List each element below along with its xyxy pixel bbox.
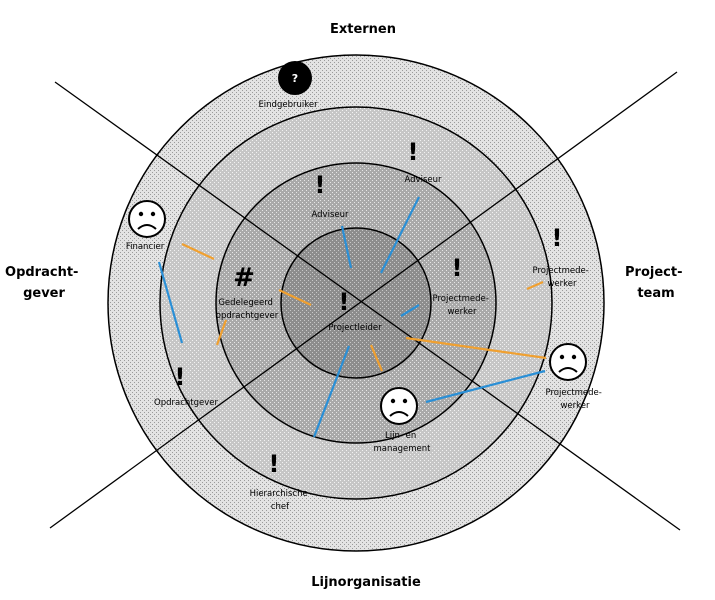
eindgebruiker-node: ? Eindgebruiker xyxy=(258,61,318,110)
projectleider-node: ! Projectleider xyxy=(328,288,382,333)
sad-face-icon xyxy=(380,387,418,425)
relation-line xyxy=(405,336,547,360)
stakeholder-label-gedelegeerd: Gedelegeerd opdrachtgever xyxy=(216,298,279,321)
exclamation-icon: ! xyxy=(315,171,326,199)
stakeholder-label-hierarchische-chef: Hierarchische chef xyxy=(250,489,311,512)
relation-line xyxy=(369,344,384,372)
stakeholder-label-projectmedewerker: Projectmede- werker xyxy=(433,294,492,317)
relation-line xyxy=(526,280,544,291)
divider-line-nw-se xyxy=(54,81,681,531)
relation-line xyxy=(312,345,351,438)
relation-line xyxy=(157,261,184,344)
stakeholder-label-eindgebruiker: Eindgebruiker xyxy=(258,100,318,110)
financier-node: Financier xyxy=(126,200,166,252)
stakeholder-label-financier: Financier xyxy=(126,242,165,252)
relation-line xyxy=(340,225,353,269)
exclamation-icon: ! xyxy=(452,254,463,282)
exclamation-icon: ! xyxy=(552,224,563,252)
relation-line xyxy=(400,304,420,317)
quadrant-label-bottom: Lijnorganisatie xyxy=(311,575,421,590)
stakeholder-label-projectleider: Projectleider xyxy=(328,323,382,333)
opdrachtgever-node: ! Opdrachtgever xyxy=(154,363,218,408)
projectmedewerker-node-inner: ! Projectmede- werker xyxy=(433,254,492,317)
adviseur-node-inner: ! Adviseur xyxy=(312,171,349,220)
stakeholder-label-lijnmanagement: Lijn- en management xyxy=(374,431,432,454)
exclamation-icon: ! xyxy=(175,363,186,391)
core-circle xyxy=(280,227,432,379)
stakeholder-label-projectmedewerker: Projectmede- werker xyxy=(546,388,605,411)
projectmedewerker-node-right: Projectmede- werker xyxy=(546,343,605,411)
relation-line xyxy=(181,243,215,260)
quadrant-label-top: Externen xyxy=(330,22,396,37)
gedelegeerd-node: # Gedelegeerd opdrachtgever xyxy=(216,263,279,321)
stakeholder-label-adviseur: Adviseur xyxy=(312,210,349,220)
quadrant-label-left: Opdracht- gever xyxy=(5,265,83,301)
relation-line xyxy=(425,369,546,404)
divider-line-ne-sw xyxy=(49,71,678,529)
sad-face-icon xyxy=(128,200,166,238)
adviseur-node-outer: ! Adviseur xyxy=(405,138,442,185)
question-mark: ? xyxy=(292,72,298,85)
exclamation-icon: ! xyxy=(269,450,280,478)
stakeholder-label-adviseur: Adviseur xyxy=(405,175,442,185)
sad-face-icon xyxy=(549,343,587,381)
exclamation-icon: ! xyxy=(408,138,419,166)
stakeholder-label-projectmedewerker: Projectmede- werker xyxy=(533,266,592,289)
relation-line xyxy=(278,289,312,306)
quadrant-label-right: Project- team xyxy=(625,265,687,301)
hash-icon: # xyxy=(233,263,255,293)
exclamation-icon: ! xyxy=(339,288,350,316)
lijnmanagement-node: Lijn- en management xyxy=(374,387,432,454)
question-icon xyxy=(278,61,312,95)
projectmedewerker-node-ring: ! Projectmede- werker xyxy=(533,224,592,289)
relation-line xyxy=(215,319,228,346)
stakeholder-label-opdrachtgever: Opdrachtgever xyxy=(154,398,218,408)
hierarchische-chef-node: ! Hierarchische chef xyxy=(250,450,311,512)
relation-line xyxy=(380,196,420,274)
